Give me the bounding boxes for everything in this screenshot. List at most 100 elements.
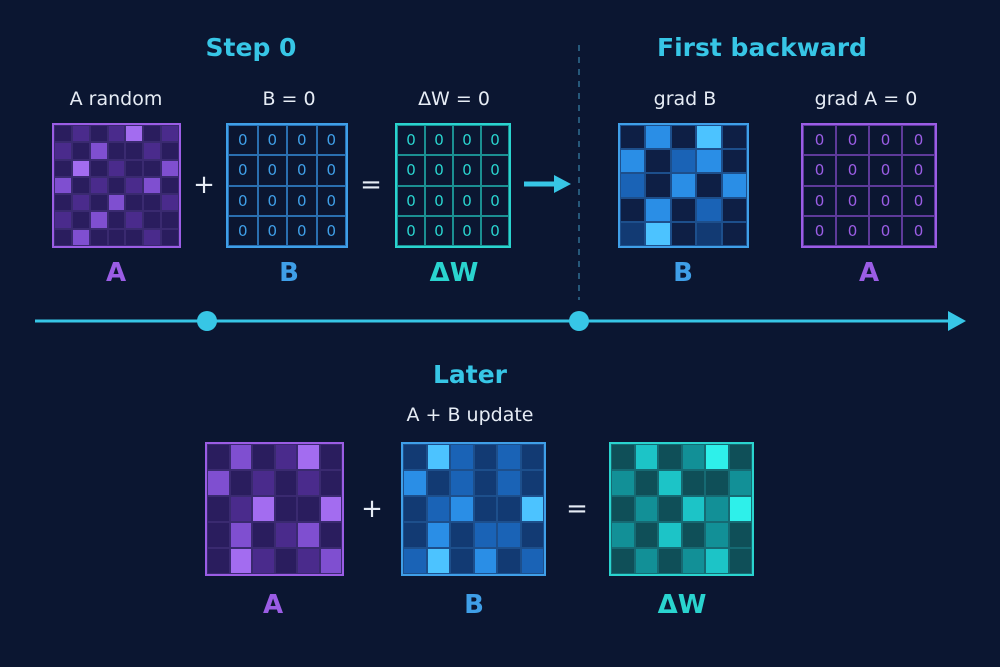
equals-sign: = <box>360 170 382 200</box>
matrix-cell <box>620 197 646 222</box>
matrix-cell <box>497 496 521 522</box>
matrix-cell <box>721 173 747 198</box>
dw-zero-caption: ΔW = 0 <box>418 88 490 110</box>
matrix-cell <box>520 444 544 470</box>
matrix-cell <box>229 522 252 548</box>
zero-cell: 0 <box>902 155 935 186</box>
matrix-cell <box>229 444 252 470</box>
matrix-cell <box>670 221 697 246</box>
matrix-cell <box>319 470 342 496</box>
matrix-cell <box>645 221 671 246</box>
matrix-cell <box>125 176 144 195</box>
matrix-cell <box>89 159 108 177</box>
matrix-cell <box>658 496 682 522</box>
zero-cell: 0 <box>481 125 509 156</box>
grad-matrix-label-a: A <box>858 258 880 288</box>
zero-cell: 0 <box>836 155 869 186</box>
matrix-cell <box>54 159 72 177</box>
zero-cell: 0 <box>287 125 317 156</box>
matrix-cell <box>473 522 497 548</box>
matrix-cell <box>634 470 658 496</box>
matrix-cell <box>207 444 230 470</box>
matrix-cell <box>611 522 635 548</box>
matrix-cell <box>620 173 646 198</box>
matrix-cell <box>143 228 162 246</box>
matrix-cell <box>229 470 252 496</box>
matrix-cell <box>89 228 108 246</box>
matrix-cell <box>670 149 697 174</box>
timeline-arrowhead <box>948 311 966 331</box>
matrix-cell <box>611 444 635 470</box>
matrix-cell <box>274 496 297 522</box>
zero-cell: 0 <box>836 125 869 156</box>
zero-cell: 0 <box>902 185 935 216</box>
matrix-cell <box>297 444 320 470</box>
matrix-cell <box>721 221 747 246</box>
matrix-cell <box>634 548 658 574</box>
matrix-cell <box>658 444 682 470</box>
matrix-cell <box>54 176 72 195</box>
step0-heading: Step 0 <box>205 33 297 62</box>
matrix-cell <box>89 194 108 212</box>
later-label-dw: ΔW <box>657 590 707 620</box>
matrix-cell <box>705 496 729 522</box>
zero-cell: 0 <box>869 185 902 216</box>
matrix-cell <box>497 444 521 470</box>
matrix-cell <box>54 194 72 212</box>
matrix-cell <box>143 194 162 212</box>
zero-cell: 0 <box>869 125 902 156</box>
matrix-cell <box>143 159 162 177</box>
zero-cell: 0 <box>228 125 258 156</box>
matrix-cell <box>645 125 671 150</box>
matrix-cell <box>161 211 179 229</box>
matrix-cell <box>274 470 297 496</box>
matrix-cell <box>450 522 474 548</box>
matrix-cell <box>207 496 230 522</box>
matrix-later-a <box>205 442 344 576</box>
zero-cell: 0 <box>869 155 902 186</box>
matrix-cell <box>125 194 144 212</box>
matrix-cell <box>71 142 90 160</box>
zero-cell: 0 <box>803 185 836 216</box>
matrix-cell <box>450 444 474 470</box>
zero-cell: 0 <box>869 215 902 246</box>
zero-cell: 0 <box>316 125 346 156</box>
zero-cell: 0 <box>397 215 425 246</box>
matrix-cell <box>728 548 752 574</box>
matrix-cell <box>681 470 705 496</box>
matrix-cell <box>728 496 752 522</box>
matrix-cell <box>319 548 342 574</box>
matrix-cell <box>450 470 474 496</box>
matrix-cell <box>89 125 108 143</box>
plus-sign: + <box>193 170 215 200</box>
matrix-cell <box>634 496 658 522</box>
matrix-cell <box>696 173 722 198</box>
matrix-cell <box>125 211 144 229</box>
matrix-cell <box>705 444 729 470</box>
zero-cell: 0 <box>397 155 425 186</box>
matrix-label-a: A <box>105 258 127 288</box>
matrix-cell <box>658 470 682 496</box>
matrix-cell <box>426 444 450 470</box>
matrix-a-random <box>52 123 181 248</box>
grad-matrix-label-b: B <box>673 258 693 288</box>
matrix-cell <box>107 194 126 212</box>
transition-arrowhead <box>554 175 571 193</box>
matrix-cell <box>143 211 162 229</box>
matrix-cell <box>611 548 635 574</box>
matrix-cell <box>252 548 275 574</box>
b-zero-caption: B = 0 <box>262 88 316 110</box>
matrix-cell <box>520 470 544 496</box>
matrix-cell <box>207 522 230 548</box>
zero-cell: 0 <box>316 155 346 186</box>
matrix-grad-b <box>618 123 749 248</box>
matrix-cell <box>107 211 126 229</box>
matrix-cell <box>473 496 497 522</box>
matrix-cell <box>297 496 320 522</box>
matrix-cell <box>520 522 544 548</box>
zero-cell: 0 <box>453 215 481 246</box>
matrix-cell <box>403 470 427 496</box>
matrix-cell <box>161 228 179 246</box>
